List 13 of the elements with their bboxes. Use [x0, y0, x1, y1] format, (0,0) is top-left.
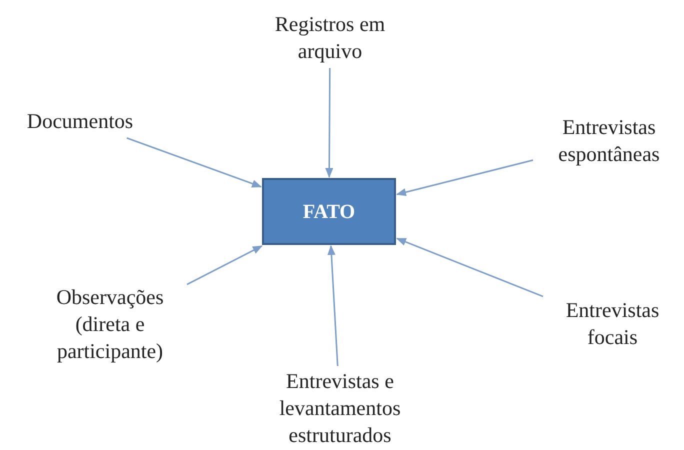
source-label: Entrevistas espontâneas — [535, 113, 683, 169]
arrow — [186, 245, 263, 286]
arrow — [396, 238, 544, 298]
source-label: Entrevistas focais — [545, 296, 680, 352]
arrow — [327, 245, 338, 366]
source-label: Observações (direta e participante) — [35, 283, 185, 365]
arrow — [396, 159, 534, 196]
arrow — [325, 68, 334, 178]
arrow — [126, 137, 262, 188]
source-label: Registros em arquivo — [250, 10, 410, 66]
source-label: Entrevistas e levantamentos estruturados — [250, 368, 430, 448]
central-box: FATO — [262, 178, 396, 245]
source-label: Documentos — [5, 106, 155, 136]
